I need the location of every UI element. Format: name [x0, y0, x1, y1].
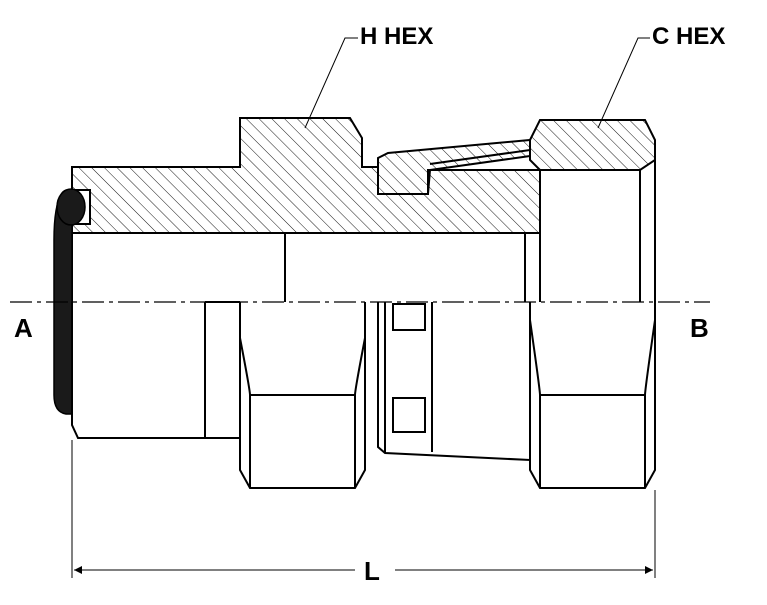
c-hex-leader	[597, 37, 650, 129]
length-label: L	[364, 556, 380, 586]
sleeve-section	[377, 138, 531, 195]
body-section	[71, 117, 541, 234]
swivel-window-bottom	[392, 397, 426, 433]
h-hex-leader	[304, 37, 358, 129]
c-hex-label: C HEX	[652, 23, 725, 50]
c-hex-flat	[529, 319, 656, 396]
h-hex-flat-top	[239, 337, 366, 396]
section-view	[71, 117, 656, 302]
end-a-label: A	[14, 313, 33, 343]
h-hex-label: H HEX	[360, 23, 433, 50]
sleeve-taper-line	[429, 149, 531, 165]
exterior-view	[71, 301, 656, 489]
end-b-label: B	[690, 313, 709, 343]
swivel-body	[377, 302, 531, 462]
thread-end	[71, 302, 206, 439]
c-hex-body	[529, 302, 656, 489]
nut-section	[529, 119, 656, 171]
h-hex-body	[239, 302, 366, 489]
swivel-window-top	[392, 303, 426, 331]
